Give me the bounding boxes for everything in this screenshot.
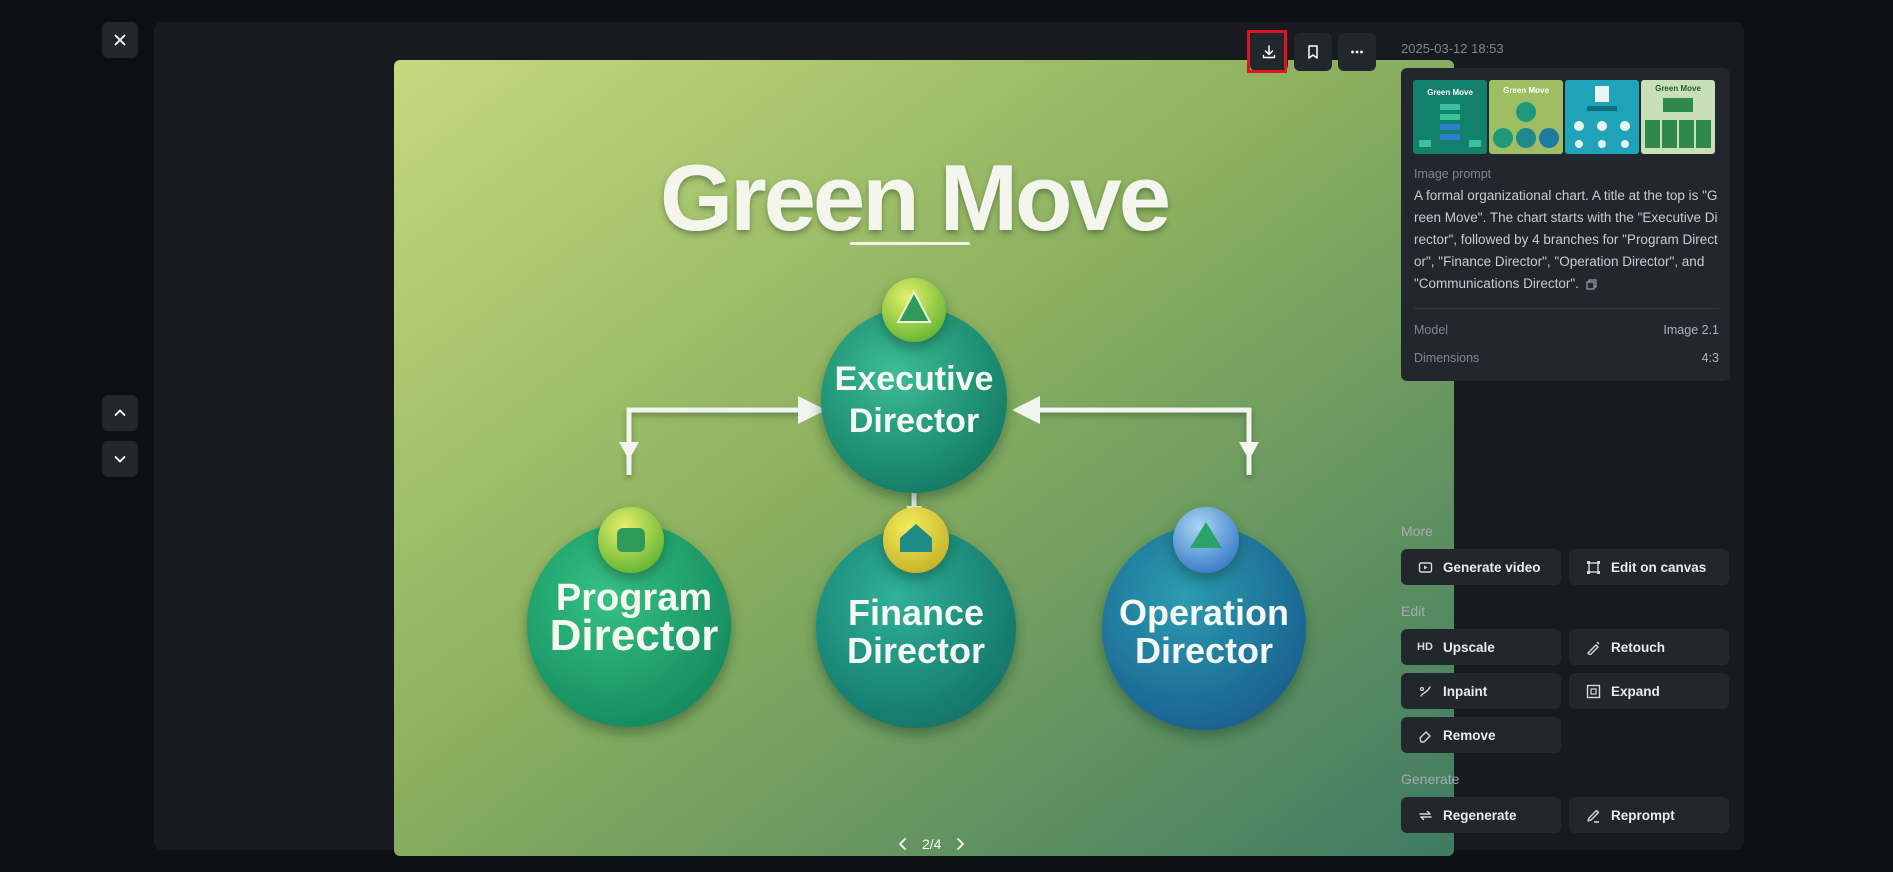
chevron-down-icon (114, 456, 126, 463)
next-image-button[interactable] (102, 441, 138, 477)
regenerate-icon (1417, 807, 1433, 823)
thumbnail-1[interactable]: Green Move (1413, 80, 1487, 154)
regenerate-button[interactable]: Regenerate (1401, 797, 1561, 833)
inpaint-button[interactable]: Inpaint (1401, 673, 1561, 709)
inpaint-icon (1417, 683, 1433, 699)
thumbnail-4[interactable]: Green Move (1641, 80, 1715, 154)
more-options-button[interactable] (1338, 33, 1376, 71)
svg-text:Green Move: Green Move (1427, 88, 1473, 97)
chevron-right-icon (957, 838, 965, 850)
node-executive-line2: Director (849, 402, 979, 440)
node-finance-line1: Finance (848, 592, 984, 633)
node-program-line1: Program (556, 577, 712, 619)
canvas-icon (1585, 559, 1601, 575)
thumbnail-2[interactable]: Green Move (1489, 80, 1563, 154)
generated-image: Green Move Executive Director (394, 60, 1454, 856)
model-row: Model Image 2.1 (1414, 323, 1719, 337)
retouch-button[interactable]: Retouch (1569, 629, 1729, 665)
dimensions-value: 4:3 (1701, 351, 1719, 365)
retouch-icon (1585, 639, 1601, 655)
node-operation-line2: Director (1135, 630, 1273, 671)
hd-icon: HD (1417, 641, 1433, 653)
more-icon (1351, 50, 1363, 54)
model-value: Image 2.1 (1663, 323, 1719, 337)
image-title: Green Move (660, 145, 1169, 250)
download-button[interactable] (1250, 33, 1288, 71)
upscale-button[interactable]: HD Upscale (1401, 629, 1561, 665)
expand-icon (1585, 683, 1601, 699)
edit-on-canvas-button[interactable]: Edit on canvas (1569, 549, 1729, 585)
close-icon (114, 34, 126, 46)
prompt-label: Image prompt (1414, 167, 1492, 181)
video-icon (1417, 559, 1433, 575)
pencil-icon (1585, 807, 1601, 823)
copy-icon[interactable] (1586, 279, 1597, 290)
generate-video-button[interactable]: Generate video (1401, 549, 1561, 585)
timestamp: 2025-03-12 18:53 (1401, 41, 1504, 56)
close-button[interactable] (102, 22, 138, 58)
remove-button[interactable]: Remove (1401, 717, 1561, 753)
node-operation-line1: Operation (1119, 592, 1289, 633)
svg-text:Green Move: Green Move (1655, 84, 1701, 93)
divider (1414, 308, 1719, 309)
pager-count: 2/4 (922, 836, 942, 852)
node-executive-line1: Executive (835, 360, 994, 398)
pager-prev-button[interactable] (894, 835, 912, 853)
model-label: Model (1414, 323, 1449, 337)
pager-next-button[interactable] (951, 835, 969, 853)
image-pager: 2/4 (894, 832, 969, 856)
expand-button[interactable]: Expand (1569, 673, 1729, 709)
image-info-card: Green Move Green Move Green (1401, 68, 1730, 381)
previous-image-button[interactable] (102, 395, 138, 431)
bookmark-icon (1308, 45, 1318, 59)
section-more-label: More (1401, 523, 1433, 539)
chevron-up-icon (114, 409, 126, 416)
prompt-text: A formal organizational chart. A title a… (1414, 188, 1718, 291)
dimensions-row: Dimensions 4:3 (1414, 351, 1719, 365)
chevron-left-icon (899, 838, 906, 850)
bookmark-button[interactable] (1294, 33, 1332, 71)
dimensions-label: Dimensions (1414, 351, 1480, 365)
node-finance-line2: Director (847, 630, 985, 671)
section-generate-label: Generate (1401, 771, 1460, 787)
svg-text:Green Move: Green Move (1503, 86, 1549, 95)
org-chart-artwork: Green Move Executive Director (394, 60, 1454, 856)
reprompt-button[interactable]: Reprompt (1569, 797, 1729, 833)
section-edit-label: Edit (1401, 603, 1426, 619)
thumbnail-3[interactable] (1565, 80, 1639, 154)
eraser-icon (1417, 727, 1433, 743)
node-program-line2: Director (550, 611, 719, 660)
download-icon (1262, 45, 1276, 59)
